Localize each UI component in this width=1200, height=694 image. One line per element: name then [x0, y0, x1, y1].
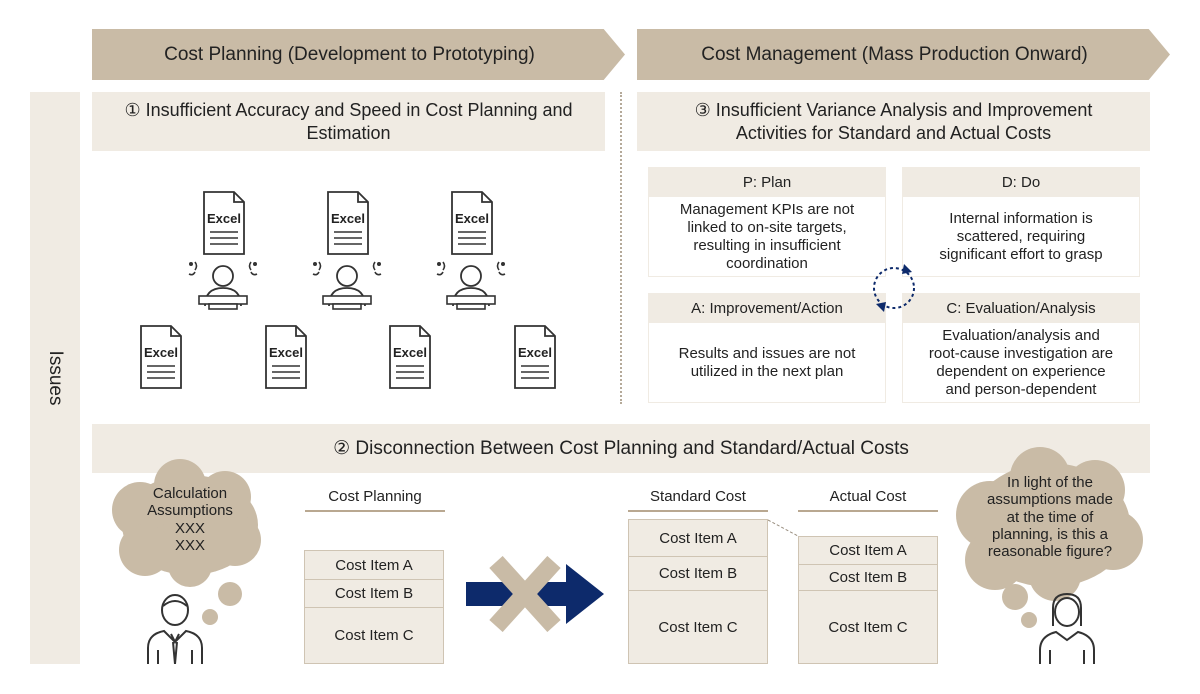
pdca-plan-line: coordination	[726, 254, 808, 272]
excel-workers-illustration: Excel Excel Excel Excel Excel Excel Exce…	[140, 191, 556, 389]
header-cost-planning: Cost Planning (Development to Prototypin…	[92, 29, 625, 80]
cloud-left-text: Calculation Assumptions XXX XXX	[130, 485, 250, 554]
actual-cost-item-a: Cost Item A	[798, 536, 938, 565]
pdca-check-body: Evaluation/analysis and root-cause inves…	[903, 323, 1139, 402]
excel-label: Excel	[144, 345, 178, 360]
businessman-icon	[147, 594, 203, 664]
stressed-worker-icon	[436, 261, 506, 310]
section-divider	[620, 92, 622, 404]
connector-dashed	[768, 519, 798, 537]
standard-cost-item-b: Cost Item B	[628, 557, 768, 591]
header-cost-management: Cost Management (Mass Production Onward)	[637, 29, 1170, 80]
issue-1-line1: ① Insufficient Accuracy and Speed in Cos…	[124, 100, 573, 120]
pdca-act-box: A: Improvement/Action Results and issues…	[648, 293, 886, 403]
cloud-left-line: Assumptions	[147, 502, 233, 520]
issue-3-line2: Activities for Standard and Actual Costs	[735, 122, 1052, 143]
stressed-worker-icon	[188, 261, 258, 310]
pdca-plan-body: Management KPIs are not linked to on-sit…	[649, 197, 885, 276]
pdca-do-line: significant effort to grasp	[939, 245, 1103, 263]
planning-cost-item-a: Cost Item A	[304, 550, 444, 580]
pdca-do-body: Internal information is scattered, requi…	[903, 197, 1139, 276]
thought-cloud-right	[956, 447, 1143, 628]
pdca-plan-line: linked to on-site targets,	[687, 218, 847, 236]
issues-label: Issues	[45, 350, 66, 406]
excel-label: Excel	[269, 345, 303, 360]
header-right-label: Cost Management (Mass Production Onward)	[701, 43, 1088, 65]
pdca-check-title: C: Evaluation/Analysis	[903, 294, 1139, 323]
pdca-act-line: utilized in the next plan	[690, 362, 844, 380]
issue-1-line2: Estimation	[306, 122, 391, 143]
pdca-check-line: Evaluation/analysis and	[942, 326, 1100, 344]
issue-3-box: ③ Insufficient Variance Analysis and Imp…	[637, 92, 1150, 151]
cloud-left-line: Calculation	[152, 485, 228, 502]
pdca-act-body: Results and issues are not utilized in t…	[649, 323, 885, 402]
pdca-check-line: root-cause investigation are	[928, 344, 1114, 362]
pdca-check-box: C: Evaluation/Analysis Evaluation/analys…	[902, 293, 1140, 403]
pdca-check-line: dependent on experience	[936, 362, 1106, 380]
issue-1-box: ① Insufficient Accuracy and Speed in Cos…	[92, 92, 605, 151]
cloud-right-line: In light of the	[1007, 474, 1093, 491]
pdca-do-title: D: Do	[903, 168, 1139, 197]
pdca-do-line: scattered, requiring	[956, 227, 1086, 245]
thought-cloud-left	[112, 459, 261, 625]
cloud-right-line: planning, is this a	[992, 525, 1108, 543]
col-actual-cost: Actual Cost	[798, 488, 938, 512]
cloud-right-line: at the time of	[1006, 508, 1094, 526]
pdca-plan-line: resulting in insufficient	[693, 236, 841, 254]
cycle-arrows-icon	[873, 264, 915, 312]
excel-label: Excel	[455, 211, 489, 226]
issue-2-box: ② Disconnection Between Cost Planning an…	[92, 424, 1150, 473]
issues-bar: Issues	[30, 92, 80, 664]
pdca-check-line: and person-dependent	[945, 380, 1097, 398]
pdca-act-line: Results and issues are not	[678, 344, 856, 362]
cloud-left-line: XXX	[174, 519, 205, 537]
excel-label: Excel	[518, 345, 552, 360]
excel-label: Excel	[331, 211, 365, 226]
excel-label: Excel	[393, 345, 427, 360]
pdca-do-box: D: Do Internal information is scattered,…	[902, 167, 1140, 277]
excel-label: Excel	[207, 211, 241, 226]
issue-3-line1: ③ Insufficient Variance Analysis and Imp…	[694, 100, 1093, 120]
actual-cost-item-b: Cost Item B	[798, 565, 938, 591]
standard-cost-item-c: Cost Item C	[628, 591, 768, 664]
planning-cost-item-c: Cost Item C	[304, 608, 444, 664]
pdca-act-title: A: Improvement/Action	[649, 294, 885, 323]
col-cost-planning: Cost Planning	[305, 488, 445, 512]
cloud-right-line: reasonable figure?	[987, 543, 1113, 560]
stressed-worker-icon	[312, 261, 382, 310]
actual-cost-item-c: Cost Item C	[798, 591, 938, 664]
cloud-right-text: In light of the assumptions made at the …	[965, 474, 1135, 560]
cloud-left-line: XXX	[174, 536, 205, 554]
pdca-plan-box: P: Plan Management KPIs are not linked t…	[648, 167, 886, 277]
cloud-right-line: assumptions made	[987, 491, 1113, 509]
pdca-do-line: Internal information is	[949, 209, 1093, 227]
pdca-plan-line: Management KPIs are not	[679, 200, 855, 218]
header-left-label: Cost Planning (Development to Prototypin…	[164, 43, 535, 65]
standard-cost-item-a: Cost Item A	[628, 519, 768, 557]
col-standard-cost: Standard Cost	[628, 488, 768, 512]
pdca-plan-title: P: Plan	[649, 168, 885, 197]
blocked-arrow-icon	[466, 556, 604, 632]
businesswoman-icon	[1039, 592, 1095, 664]
issue-2-label: ② Disconnection Between Cost Planning an…	[333, 437, 909, 459]
planning-cost-item-b: Cost Item B	[304, 580, 444, 608]
